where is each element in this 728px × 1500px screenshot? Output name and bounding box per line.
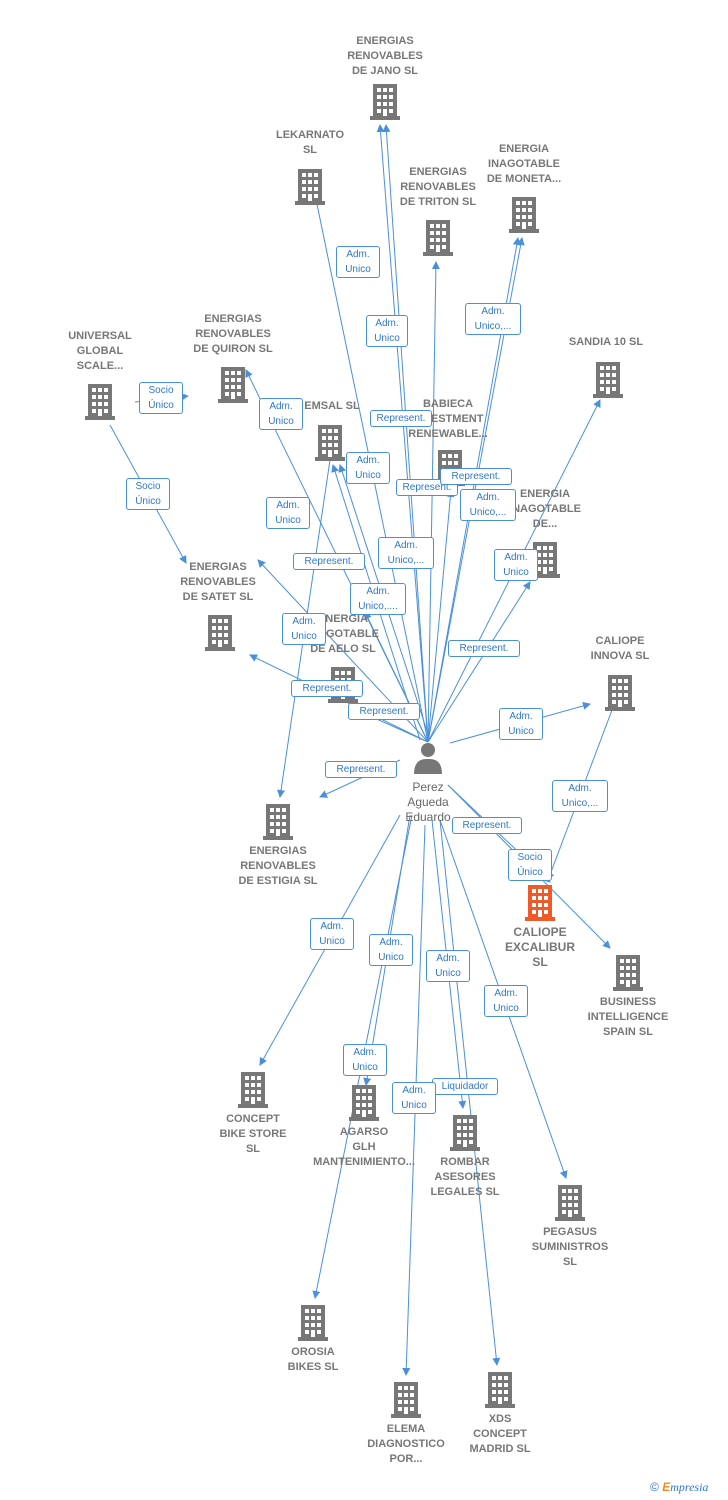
role-badge[interactable]: Adm. Unico — [499, 708, 543, 740]
company-label[interactable]: EMSAL SL — [304, 400, 360, 412]
role-badge[interactable]: Adm. Unico — [369, 934, 413, 966]
brand-logo-text: mpresia — [670, 1480, 709, 1494]
company-label[interactable]: LEKARNATO SL — [275, 129, 345, 156]
role-badge[interactable]: Adm. Unico — [259, 398, 303, 430]
building-icon[interactable] — [605, 675, 635, 711]
role-badge[interactable]: Represent. — [293, 553, 365, 570]
building-icon[interactable] — [555, 1185, 585, 1221]
company-label[interactable]: ENERGIAS RENOVABLES DE JANO SL — [347, 35, 423, 77]
company-label[interactable]: ENERGIA INAGOTABLE DE MONETA... — [486, 143, 562, 185]
company-label[interactable]: CALIOPE INNOVA SL — [590, 635, 650, 662]
role-badge[interactable]: Adm. Unico,.... — [350, 583, 406, 615]
role-badge[interactable]: Adm. Unico — [494, 549, 538, 581]
building-icon[interactable] — [370, 84, 400, 120]
role-badge[interactable]: Adm. Unico — [426, 950, 470, 982]
role-badge[interactable]: Adm. Unico,... — [552, 780, 608, 812]
copyright-symbol: © — [650, 1480, 659, 1494]
building-icon[interactable] — [263, 804, 293, 840]
role-badge[interactable]: Adm. Unico — [346, 452, 390, 484]
icons-layer — [85, 84, 643, 1418]
role-badge[interactable]: Adm. Unico — [310, 918, 354, 950]
relationship-edge — [364, 611, 429, 743]
building-icon[interactable] — [349, 1085, 379, 1121]
building-icon[interactable] — [509, 197, 539, 233]
person-icon[interactable] — [414, 743, 442, 774]
building-icon[interactable] — [298, 1305, 328, 1341]
company-label[interactable]: ENERGIA INAGOTABLE DE... — [509, 488, 581, 530]
company-label[interactable]: SANDIA 10 SL — [568, 336, 644, 348]
relationship-edge — [427, 489, 455, 743]
role-badge[interactable]: Adm. Unico — [336, 246, 380, 278]
building-icon[interactable] — [218, 367, 248, 403]
role-badge[interactable]: Represent. — [325, 761, 397, 778]
footer-brand: © Empresia — [650, 1480, 708, 1495]
building-icon[interactable] — [295, 169, 325, 205]
company-label[interactable]: ENERGIAS RENOVABLES DE SATET SL — [180, 561, 256, 603]
role-badge[interactable]: Represent. — [348, 703, 420, 720]
company-label[interactable]: AGARSO GLH MANTENIMIENTO... — [313, 1126, 415, 1168]
person-name-label[interactable]: Perez Agueda Eduardo — [405, 780, 451, 824]
building-icon[interactable] — [85, 384, 115, 420]
building-icon[interactable] — [525, 885, 555, 921]
role-badge[interactable]: Liquidador — [432, 1078, 498, 1095]
building-icon[interactable] — [391, 1382, 421, 1418]
company-label[interactable]: OROSIA BIKES SL — [287, 1346, 339, 1373]
role-badge[interactable]: Adm. Unico — [343, 1044, 387, 1076]
company-label[interactable]: ROMBAR ASESORES LEGALES SL — [430, 1156, 500, 1198]
role-badge[interactable]: Adm. Unico — [282, 613, 326, 645]
role-badge[interactable]: Adm. Unico,... — [378, 537, 434, 569]
role-badge[interactable]: Socio Único — [508, 849, 552, 881]
relationship-edge — [376, 124, 429, 743]
building-icon[interactable] — [205, 615, 235, 651]
company-label[interactable]: CALIOPE EXCALIBUR SL — [504, 925, 575, 969]
relationship-edge — [427, 581, 531, 743]
company-label[interactable]: ELEMA DIAGNOSTICO POR... — [367, 1423, 445, 1465]
role-badge[interactable]: Adm. Unico,... — [460, 489, 516, 521]
role-badge[interactable]: Represent. — [370, 410, 432, 427]
company-label[interactable]: XDS CONCEPT MADRID SL — [469, 1413, 531, 1455]
building-icon[interactable] — [238, 1072, 268, 1108]
role-badge[interactable]: Adm. Unico,... — [465, 303, 521, 335]
company-label[interactable]: ENERGIAS RENOVABLES DE QUIRON SL — [193, 313, 273, 355]
building-icon[interactable] — [593, 362, 623, 398]
brand-logo-initial: E — [662, 1480, 671, 1494]
role-badge[interactable]: Represent. — [440, 468, 512, 485]
role-badge[interactable]: Adm. Unico — [266, 497, 310, 529]
relationship-edge — [382, 124, 429, 743]
company-label[interactable]: ENERGIAS RENOVABLES DE TRITON SL — [399, 166, 477, 208]
relationship-edge — [427, 261, 440, 743]
role-badge[interactable]: Represent. — [452, 817, 522, 834]
building-icon[interactable] — [423, 220, 453, 256]
company-label[interactable]: UNIVERSAL GLOBAL SCALE... — [68, 330, 132, 372]
role-badge[interactable]: Adm. Unico — [392, 1082, 436, 1114]
role-badge[interactable]: Represent. — [448, 640, 520, 657]
role-badge[interactable]: Adm. Unico — [484, 985, 528, 1017]
company-label[interactable]: PEGASUS SUMINISTROS SL — [531, 1226, 609, 1268]
role-badge[interactable]: Socio Único — [126, 478, 170, 510]
company-label[interactable]: BUSINESS INTELLIGENCE SPAIN SL — [587, 996, 669, 1038]
building-icon[interactable] — [450, 1115, 480, 1151]
building-icon[interactable] — [315, 425, 345, 461]
role-badge[interactable]: Adm. Unico — [366, 315, 408, 347]
company-label[interactable]: CONCEPT BIKE STORE SL — [219, 1113, 287, 1155]
building-icon[interactable] — [485, 1372, 515, 1408]
building-icon[interactable] — [613, 955, 643, 991]
role-badge[interactable]: Socio Único — [139, 382, 183, 414]
company-label[interactable]: ENERGIAS RENOVABLES DE ESTIGIA SL — [238, 845, 318, 887]
role-badge[interactable]: Represent. — [291, 680, 363, 697]
